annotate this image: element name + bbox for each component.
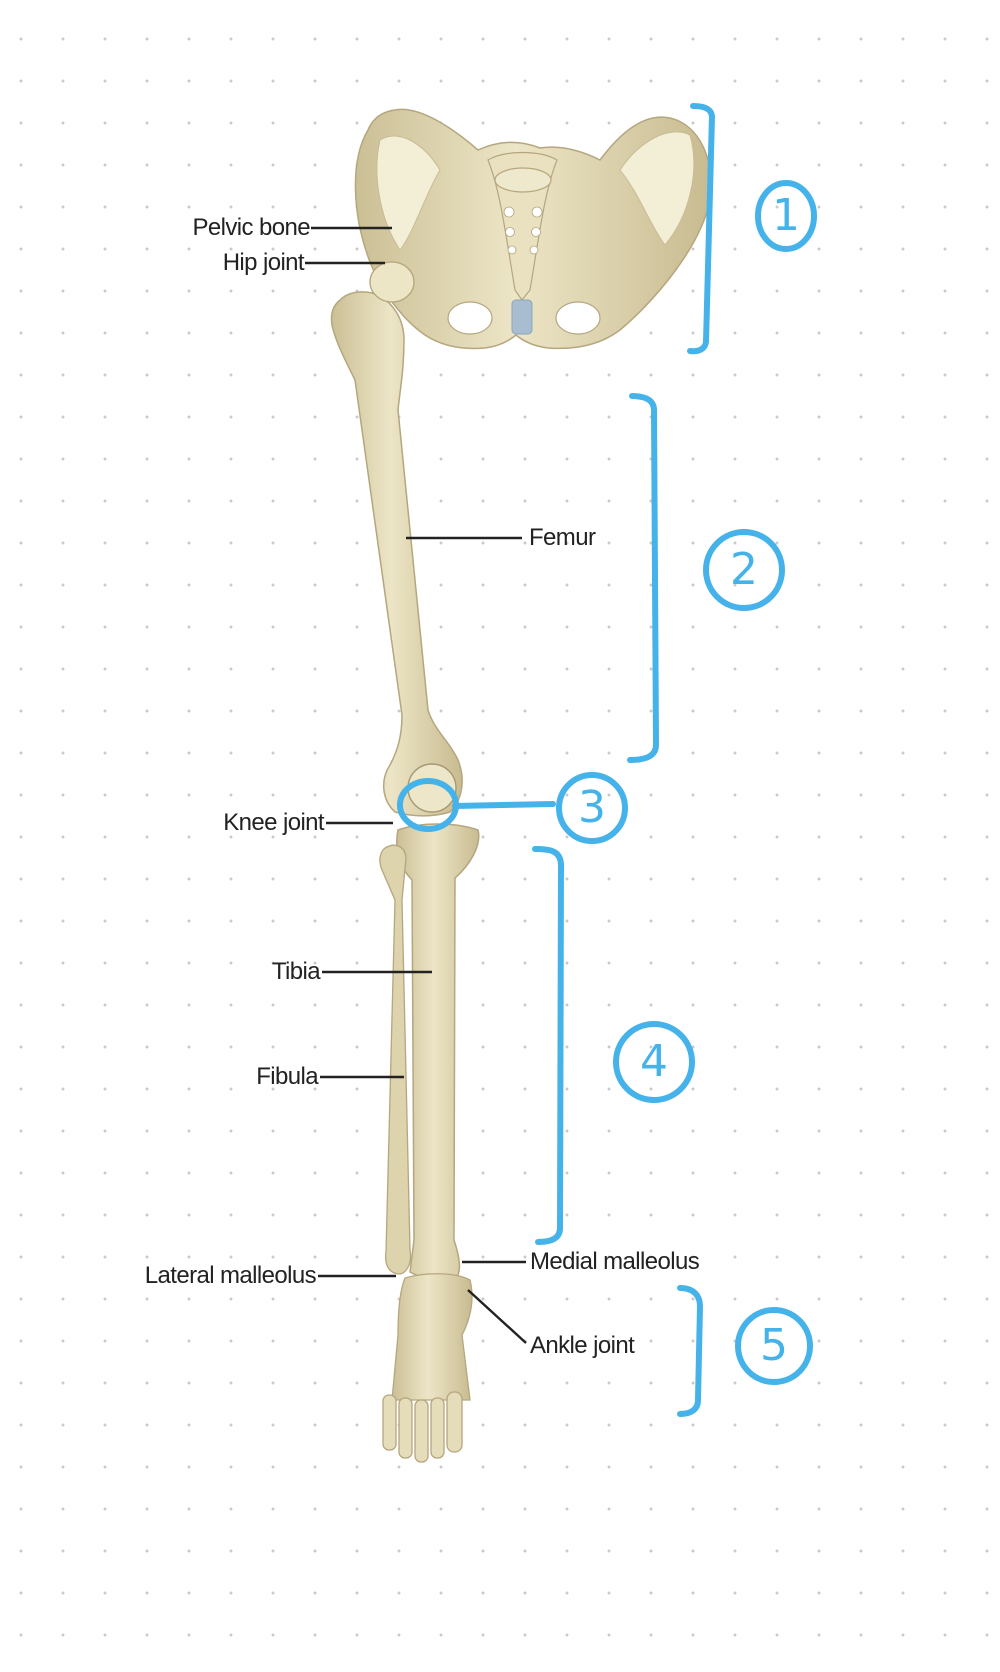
label-hip-joint: Hip joint: [222, 249, 305, 276]
annotation-number-2: 2: [730, 544, 758, 595]
connector-3: [452, 801, 556, 809]
circle-5: [735, 1307, 813, 1385]
label-lateral-malleolus: Lateral malleolus: [144, 1262, 317, 1289]
annotation-number-3: 3: [578, 782, 606, 833]
leader-lines: [305, 226, 527, 1344]
leader-ankle-joint: [467, 1289, 527, 1344]
foot-illustration: [382, 1273, 473, 1463]
circle-4: [613, 1021, 695, 1103]
lower-leg-illustration: [379, 823, 480, 1282]
label-ankle-joint: Ankle joint: [530, 1332, 635, 1359]
bracket-5: [677, 1285, 703, 1417]
circle-2: [703, 529, 785, 611]
label-tibia: Tibia: [271, 958, 321, 985]
annotation-number-5: 5: [760, 1320, 788, 1371]
label-pelvic-bone: Pelvic bone: [192, 214, 311, 241]
label-knee-joint: Knee joint: [223, 809, 324, 836]
label-fibula: Fibula: [256, 1063, 318, 1090]
label-femur: Femur: [529, 524, 596, 551]
bracket-2: [627, 393, 659, 763]
annotation-number-4: 4: [640, 1036, 668, 1087]
annotation-marks: [397, 103, 817, 1417]
label-medial-malleolus: Medial malleolus: [530, 1248, 700, 1275]
femur-illustration: [330, 261, 463, 817]
bracket-4: [532, 846, 564, 1245]
circle-3: [556, 772, 628, 844]
annotation-number-1: 1: [772, 190, 800, 241]
circle-1: [755, 180, 817, 252]
pelvis-illustration: [354, 108, 712, 350]
bracket-1: [687, 103, 715, 355]
